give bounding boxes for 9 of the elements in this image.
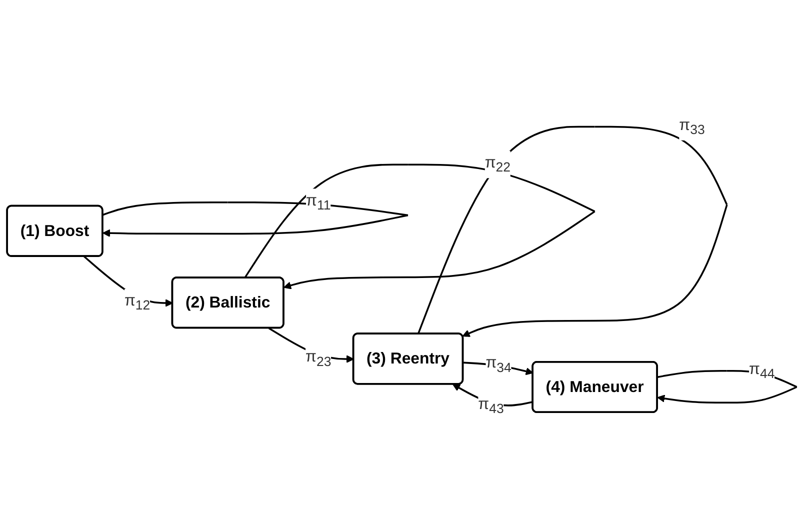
arrow bbox=[417, 126, 728, 337]
edge-label: π$_{44}$ bbox=[749, 360, 775, 382]
edge-label: π$_{23}$ bbox=[306, 347, 332, 370]
edge-label: π$_{11}$ bbox=[306, 191, 331, 213]
edge-label: π$_{43}$ bbox=[478, 394, 504, 416]
edge-label: π$_{12}$ bbox=[124, 291, 150, 313]
edge-label: π$_{34}$ bbox=[486, 353, 512, 376]
edge-label: π$_{33}$ bbox=[679, 115, 705, 138]
edge-label: π$_{22}$ bbox=[484, 153, 511, 175]
